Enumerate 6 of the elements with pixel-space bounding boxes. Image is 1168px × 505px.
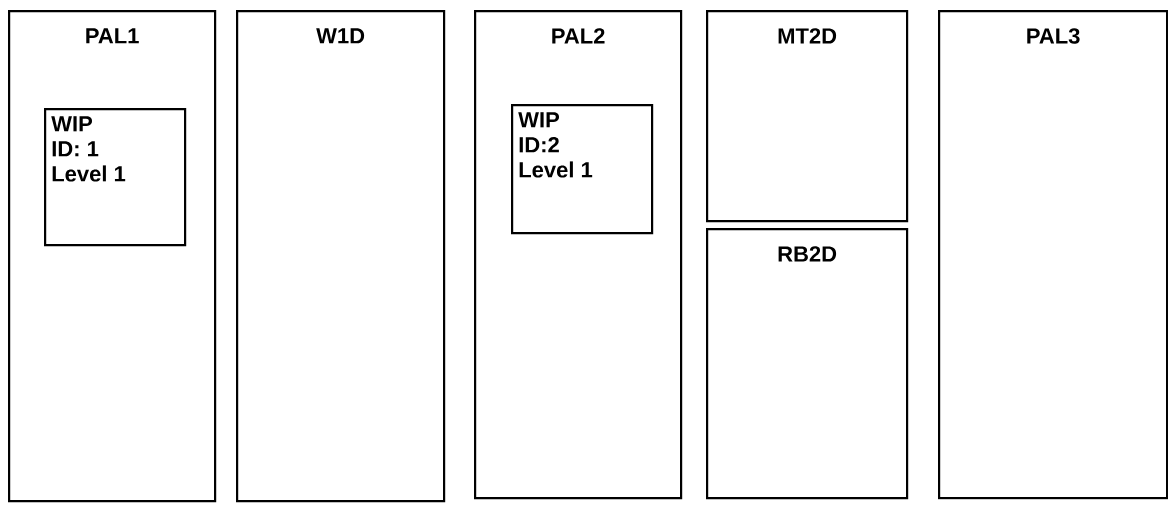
panel-box: MT2D [706, 10, 909, 223]
label-box: WIP ID: 1 Level 1 [44, 108, 187, 247]
panel-box: RB2D [706, 228, 909, 500]
panel-box: W1D [236, 10, 446, 503]
panel-box: PAL3 [938, 10, 1168, 500]
label-box: WIP ID:2 Level 1 [511, 104, 654, 235]
